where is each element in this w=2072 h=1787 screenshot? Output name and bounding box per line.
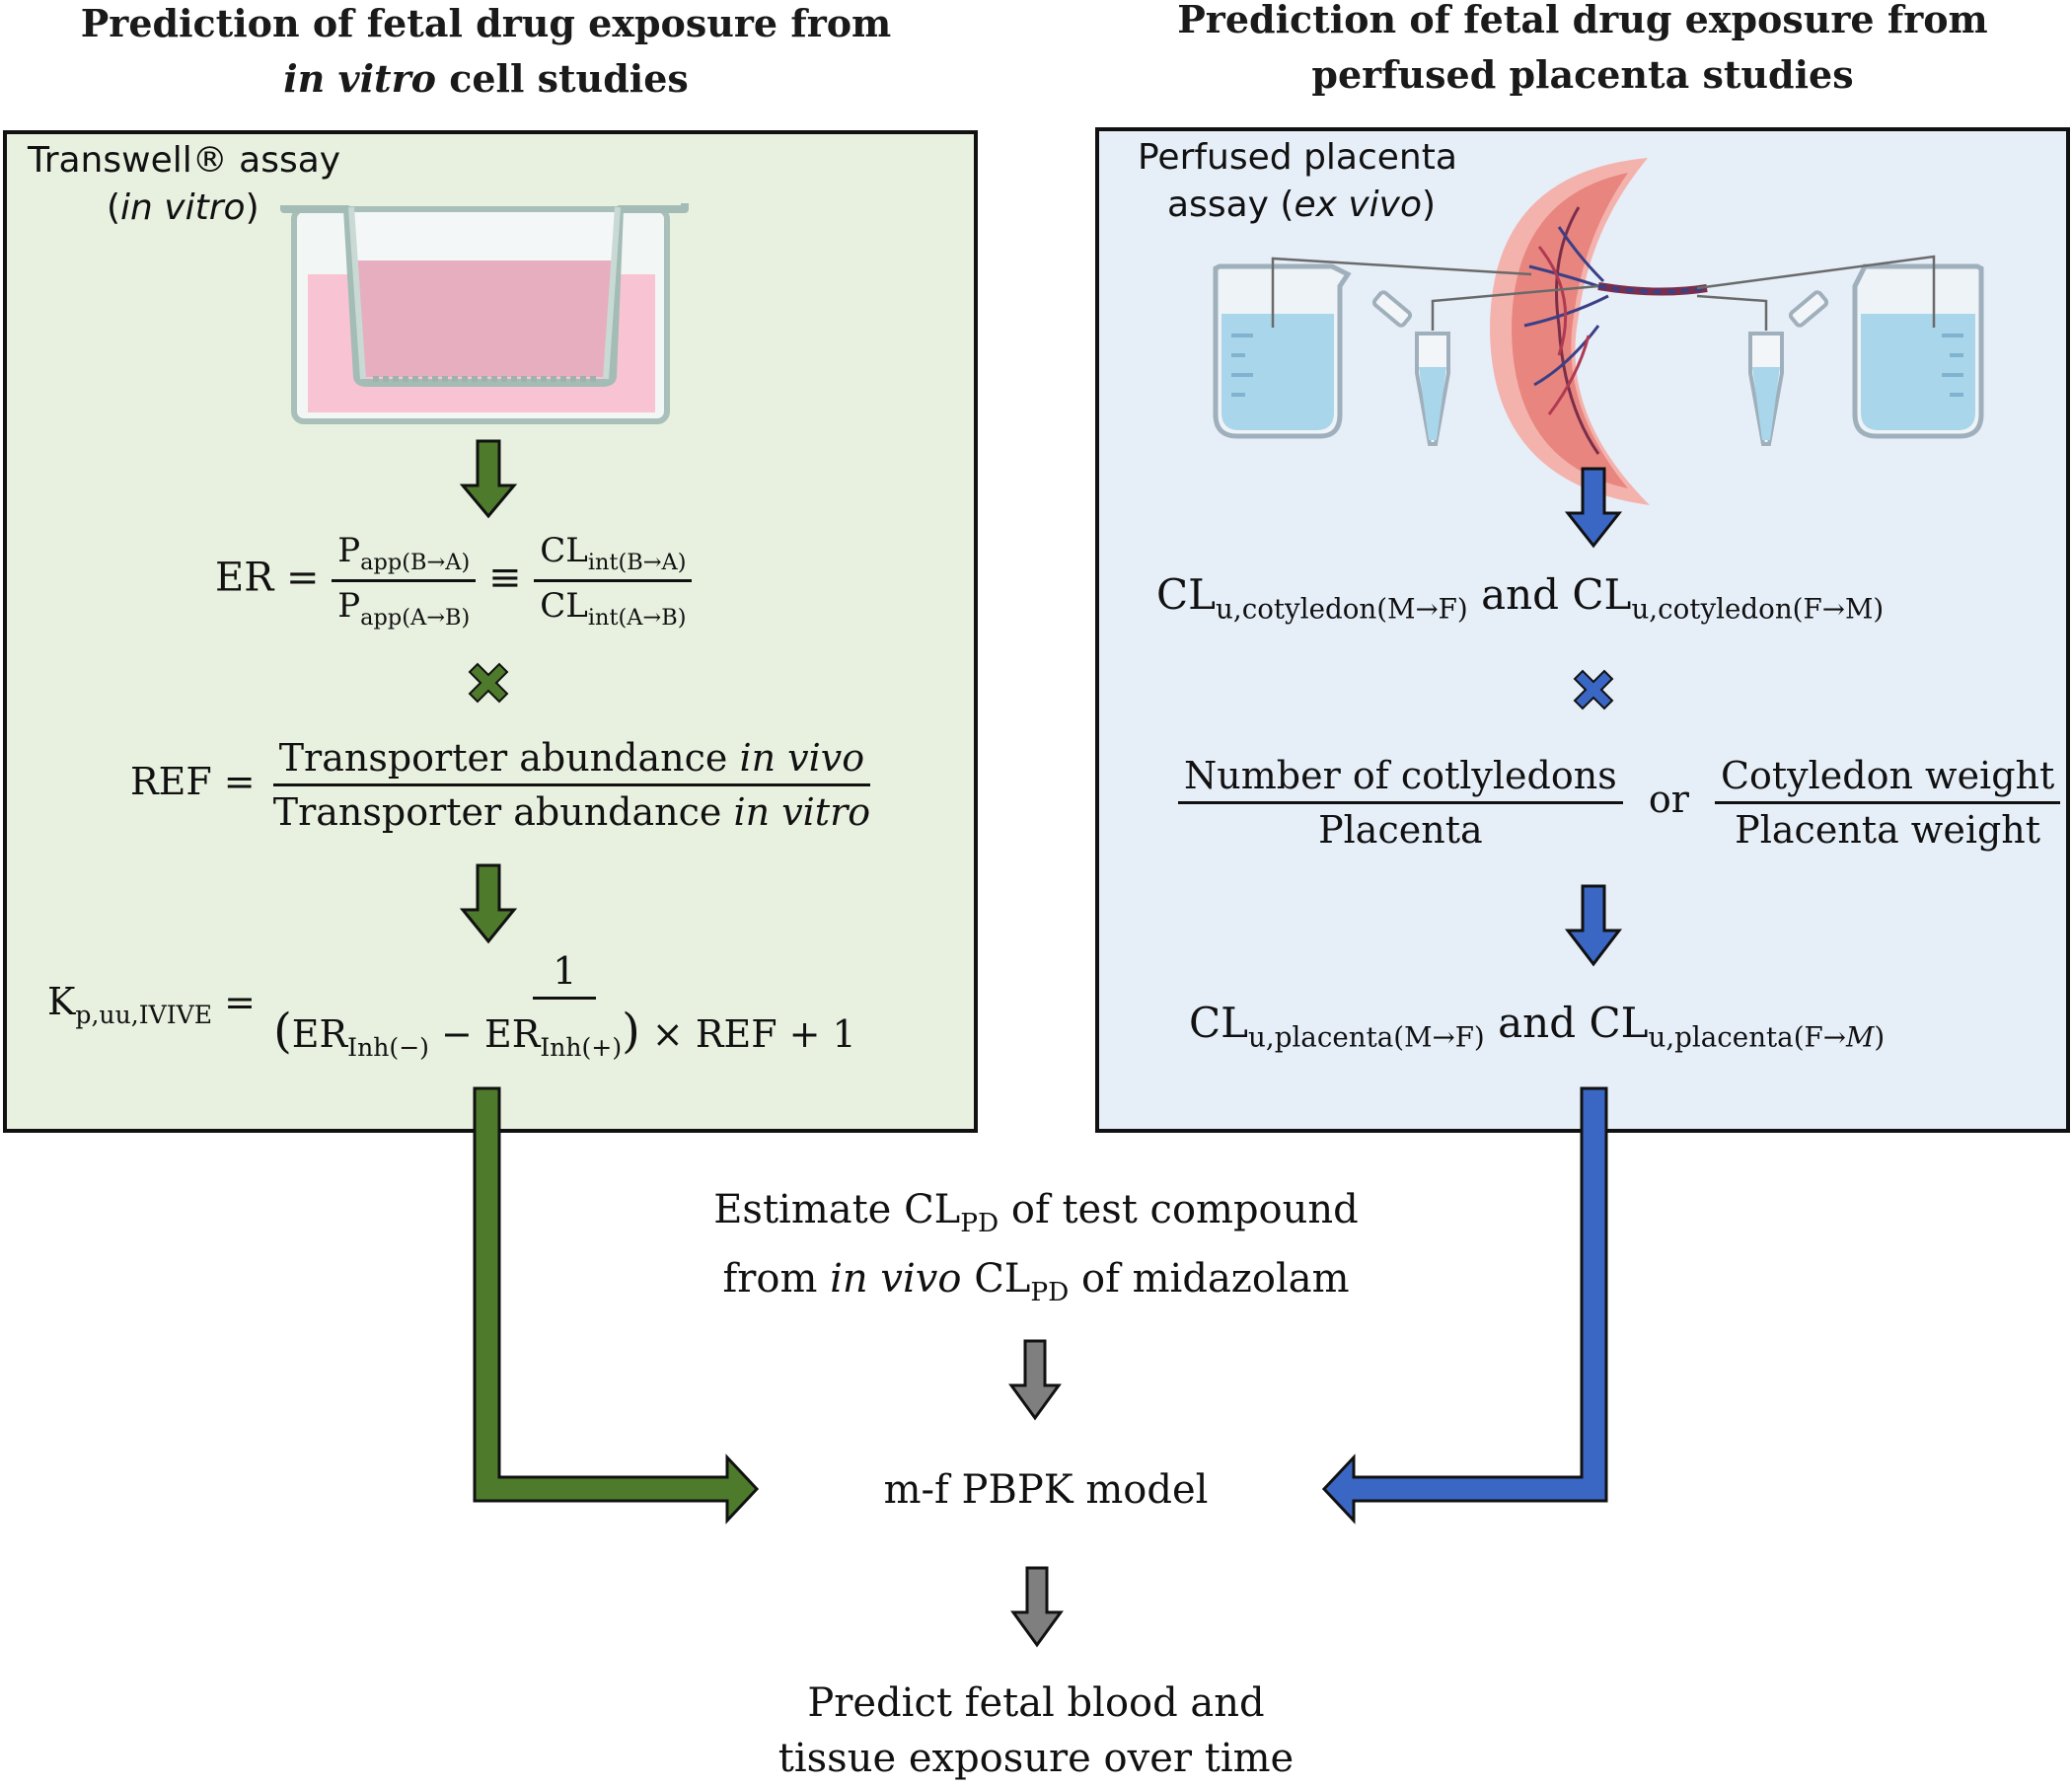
ref-lhs: REF =: [130, 760, 256, 803]
er-lhs: ER =: [215, 555, 320, 601]
blue-down-arrow-2: [1564, 884, 1623, 967]
equivalence-sign: ≡: [487, 555, 522, 601]
or-label: or: [1648, 778, 1689, 821]
transwell-illustration: [280, 203, 689, 424]
right-tube-icon: [1748, 290, 1829, 446]
ref-equation: REF = Transporter abundance in vivo Tran…: [130, 736, 876, 834]
green-multiply-icon: [468, 662, 509, 704]
blue-flow-arrow: [1321, 1086, 1608, 1525]
left-title: Prediction of fetal drug exposure from i…: [0, 0, 972, 107]
predict-line2: tissue exposure over time: [777, 1736, 1295, 1781]
placenta-icon: [1490, 158, 1708, 505]
er-fraction-clint: CLint(B→A) CLint(A→B): [534, 531, 693, 631]
perfused-placenta-title: Perfused placenta: [1138, 137, 1457, 178]
cotyledon-count-fraction: Number of cotlyledons Placenta: [1178, 754, 1623, 852]
estimate-clpd-text: Estimate CLPD of test compound from in v…: [641, 1182, 1431, 1320]
ref-fraction: Transporter abundance in vivo Transporte…: [272, 736, 871, 834]
right-title-line1: Prediction of fetal drug exposure from: [1177, 0, 1988, 41]
gray-down-arrow-2: [1010, 1566, 1064, 1648]
left-title-line1: Prediction of fetal drug exposure from: [80, 1, 892, 45]
perfused-placenta-subtitle: assay (ex vivo): [1167, 185, 1437, 225]
right-beaker-icon: [1852, 263, 1984, 439]
predict-exposure-text: Predict fetal blood and tissue exposure …: [681, 1675, 1391, 1786]
pbpk-model-label: m-f PBPK model: [883, 1467, 1209, 1513]
scaling-factors: Number of cotlyledons Placenta or Cotyle…: [1178, 754, 2061, 852]
left-beaker-icon: [1213, 263, 1352, 439]
transwell-assay-label: Transwell® assay (in vitro): [28, 137, 340, 232]
kp-equation: Kp,uu,IVIVE = 1 (ERInh(−) − ERInh(+)) × …: [47, 949, 862, 1062]
blue-down-arrow-1: [1564, 467, 1623, 549]
cl-cotyledon-expression: CLu,cotyledon(M→F) and CLu,cotyledon(F→M…: [1156, 570, 1885, 626]
er-fraction-papp: Papp(B→A) Papp(A→B): [332, 531, 477, 631]
blue-multiply-icon: [1573, 669, 1614, 710]
kp-equals: =: [224, 980, 256, 1024]
estimate-line1: Estimate CLPD of test compound: [713, 1187, 1359, 1239]
green-flow-arrow: [473, 1086, 760, 1525]
gray-down-arrow-1: [1008, 1339, 1062, 1421]
cl-placenta-expression: CLu,placenta(M→F) and CLu,placenta(F→M): [1189, 999, 1886, 1054]
placenta-illustration: [1213, 158, 1984, 505]
predict-line1: Predict fetal blood and: [807, 1680, 1265, 1726]
green-down-arrow-2: [459, 863, 518, 944]
kp-lhs: Kp,uu,IVIVE: [47, 980, 213, 1030]
estimate-line2: from in vivo CLPD of midazolam: [722, 1256, 1350, 1308]
perfused-placenta-label: Perfused placenta assay (ex vivo): [1138, 134, 1457, 229]
right-title: Prediction of fetal drug exposure from p…: [1095, 0, 2070, 103]
left-tube-icon: [1371, 290, 1450, 446]
cotyledon-weight-fraction: Cotyledon weight Placenta weight: [1714, 754, 2061, 852]
transwell-assay-title: Transwell® assay: [28, 140, 341, 181]
transwell-assay-subtitle: (in vitro): [107, 187, 259, 228]
kp-fraction: 1 (ERInh(−) − ERInh(+)) × REF + 1: [273, 949, 856, 1062]
green-down-arrow-1: [459, 439, 518, 519]
right-title-line2: perfused placenta studies: [1311, 52, 1854, 97]
left-title-line2: in vitro cell studies: [283, 56, 689, 101]
er-equation: ER = Papp(B→A) Papp(A→B) ≡ CLint(B→A) CL…: [215, 531, 693, 631]
